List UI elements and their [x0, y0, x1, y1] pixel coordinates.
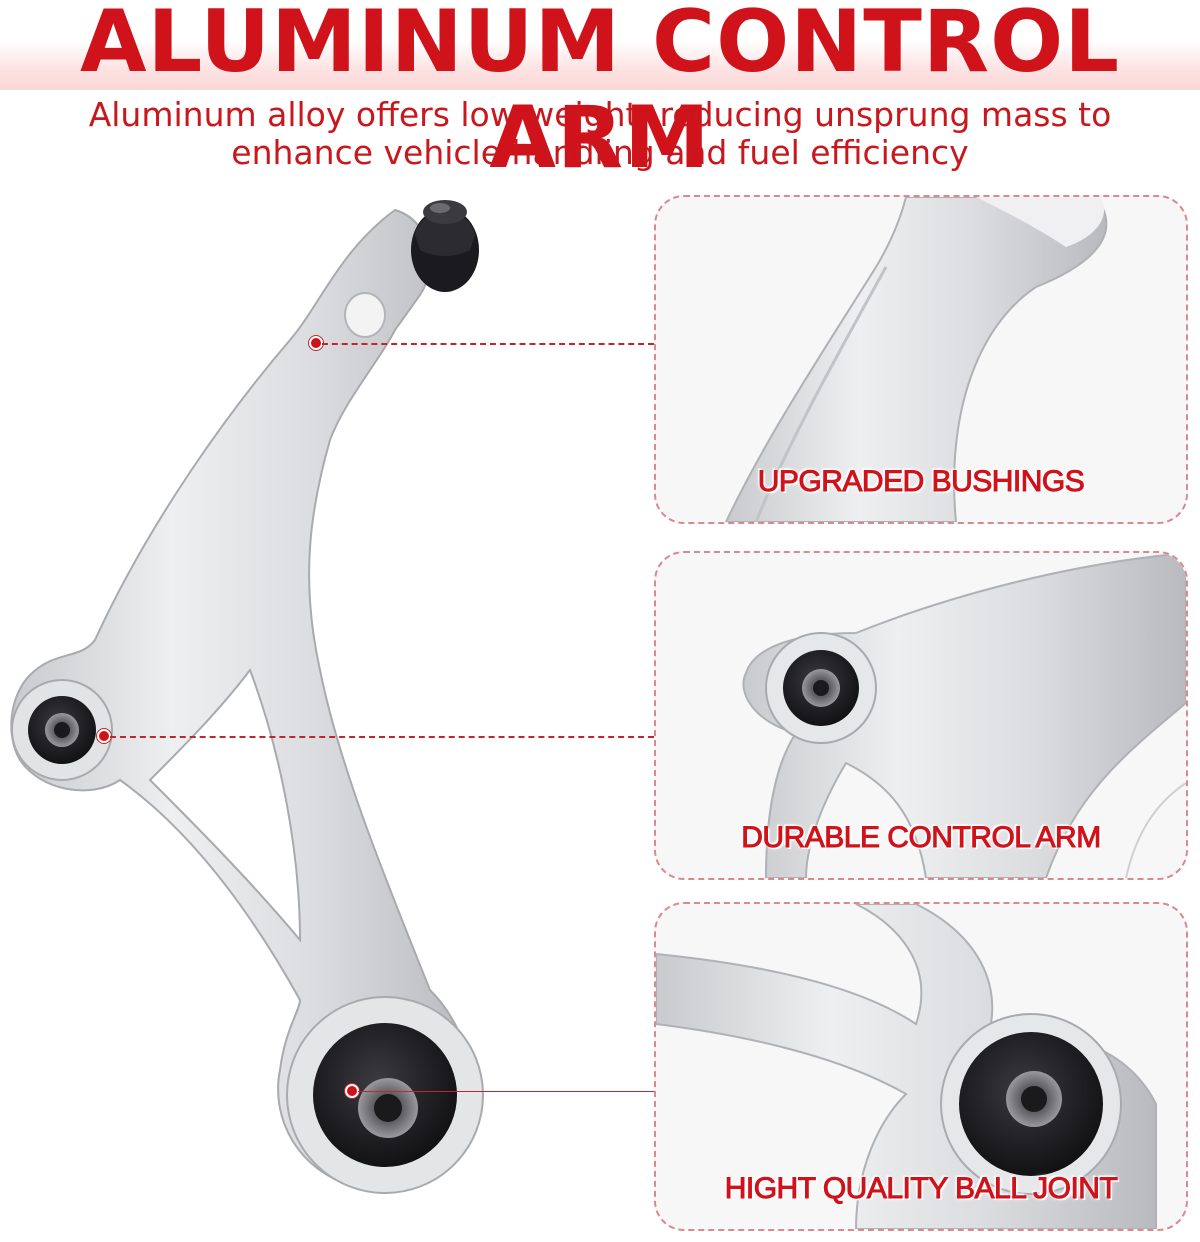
- callout-line-bottom: [358, 1091, 654, 1092]
- arm-closeup-top: [724, 197, 1108, 522]
- detail-panel-arm: DURABLE CONTROL ARM: [654, 551, 1188, 880]
- detail-panel-ball-joint: HIGHT QUALITY BALL JOINT: [654, 902, 1188, 1231]
- callout-label-bushings: UPGRADED BUSHINGS: [757, 465, 1085, 499]
- arm-closeup-middle: [742, 553, 1186, 878]
- callout-label-arm: DURABLE CONTROL ARM: [741, 821, 1102, 855]
- callout-line-middle: [110, 736, 654, 738]
- detail-panel-bushings: UPGRADED BUSHINGS: [654, 195, 1188, 524]
- page-subtitle: Aluminum alloy offers low weight, reduci…: [88, 95, 1112, 172]
- callout-label-ball-joint: HIGHT QUALITY BALL JOINT: [724, 1172, 1118, 1206]
- control-arm-illustration: [10, 200, 484, 1194]
- title-band: [0, 0, 1200, 90]
- arm-closeup-bottom: [656, 904, 1157, 1229]
- callout-dot-middle: [97, 729, 111, 743]
- bushing-icon: [11, 679, 113, 781]
- callout-line-top: [322, 343, 654, 345]
- callout-dot-bottom: [345, 1084, 359, 1098]
- callout-dot-top: [309, 336, 323, 350]
- page-title: ALUMINUM CONTROL ARM: [79, 0, 1121, 188]
- ball-joint-icon: [411, 200, 479, 292]
